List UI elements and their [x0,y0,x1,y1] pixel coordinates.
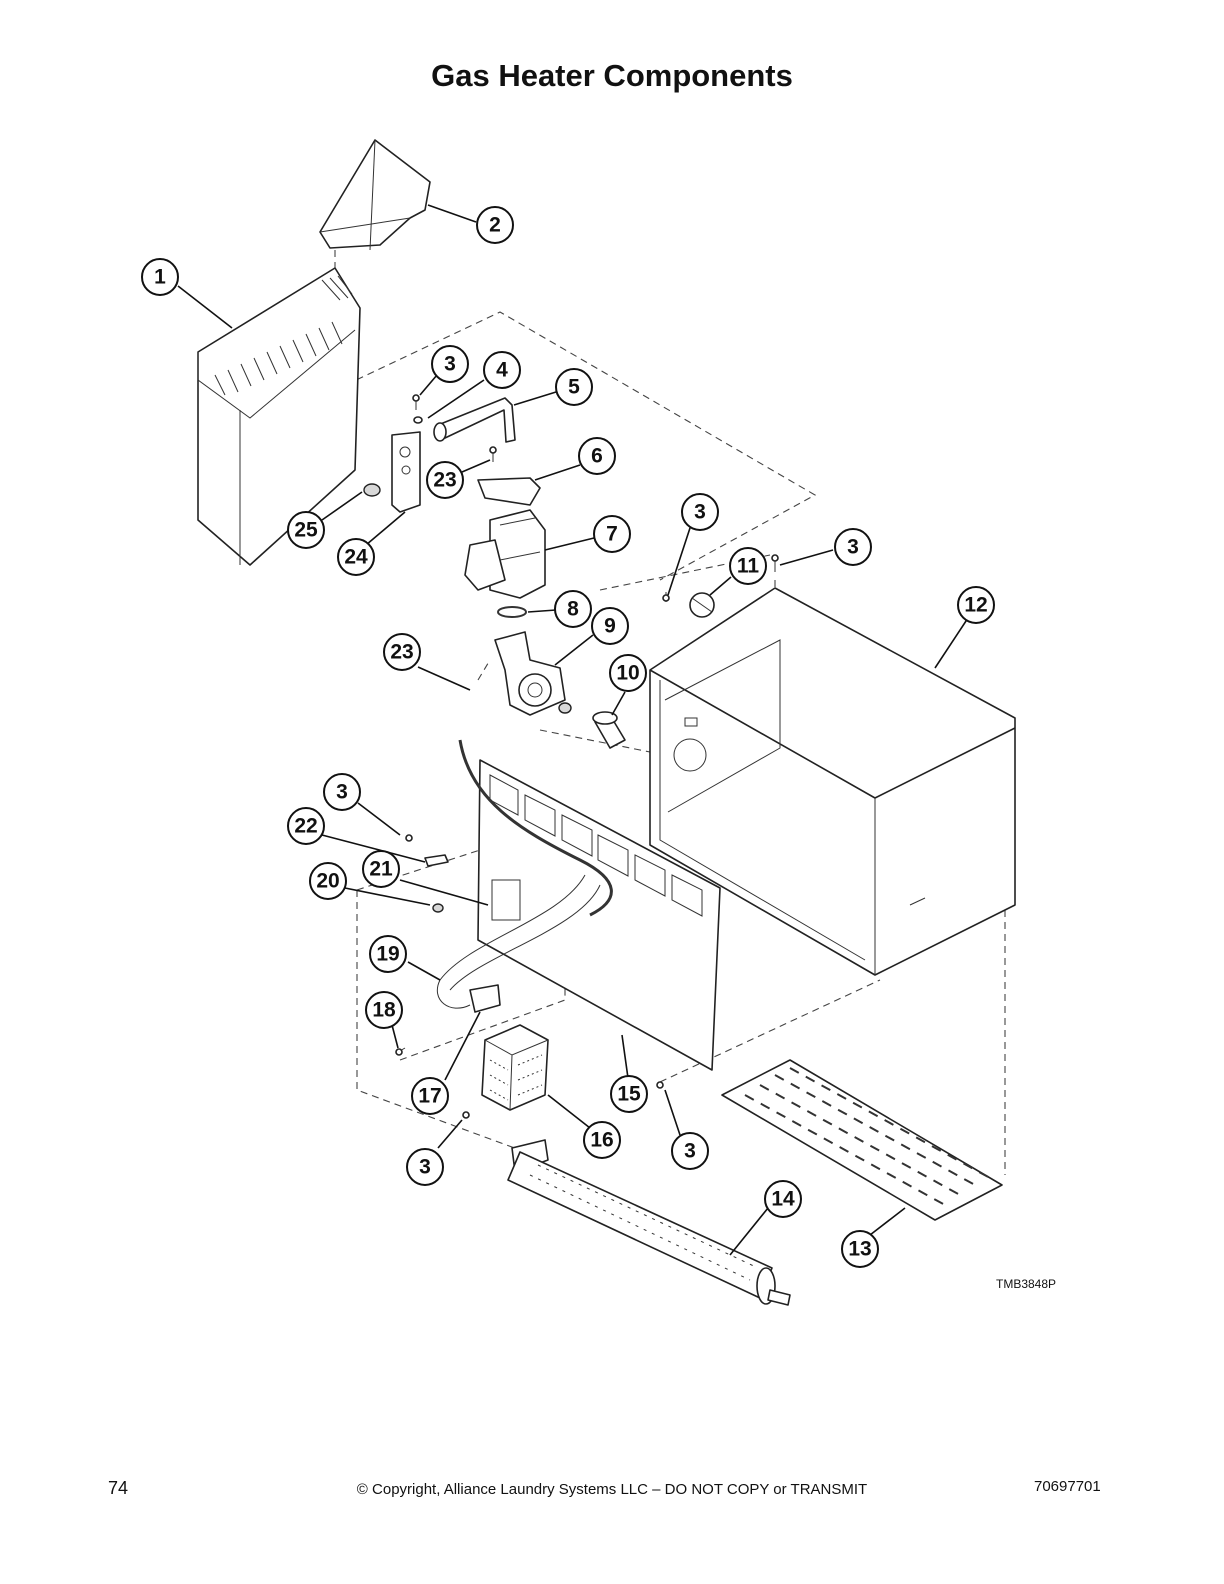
svg-text:23: 23 [433,469,456,492]
svg-text:5: 5 [568,376,580,399]
callout-3-top: 3 [431,345,469,383]
part-igniter [405,834,449,867]
callout-17: 17 [411,1077,449,1115]
callout-4: 4 [483,351,521,389]
callout-15: 15 [610,1075,648,1113]
callout-9: 9 [591,607,629,645]
callout-19: 19 [369,935,407,973]
svg-text:13: 13 [848,1238,871,1261]
callout-3-bottom-left: 3 [406,1148,444,1186]
svg-text:3: 3 [419,1156,431,1179]
svg-text:10: 10 [616,662,639,685]
part-sleeve [592,711,626,749]
callout-11: 11 [729,547,767,585]
svg-text:3: 3 [444,353,456,376]
callout-21: 21 [362,850,400,888]
svg-text:2: 2 [489,214,501,237]
svg-text:3: 3 [694,501,706,524]
svg-text:20: 20 [316,870,339,893]
part-grommet [363,483,381,497]
part-mounting-bracket [391,431,421,513]
callout-18: 18 [365,991,403,1029]
callout-13: 13 [841,1230,879,1268]
svg-text:24: 24 [344,546,368,569]
callout-3-bottom-right: 3 [671,1132,709,1170]
callout-2: 2 [476,206,514,244]
svg-text:15: 15 [617,1083,641,1106]
part-heater-box [649,587,1016,976]
svg-text:1: 1 [154,266,166,289]
page-number: 74 [108,1478,129,1498]
callout-3-left: 3 [323,773,361,811]
louver-slots [214,275,353,396]
figure-code: TMB3848P [996,1277,1057,1291]
part-rear-shroud [197,267,361,566]
part-screw-right [771,554,779,572]
svg-text:17: 17 [418,1085,441,1108]
svg-text:16: 16 [590,1129,613,1152]
part-screw-20 [432,903,444,913]
svg-text:18: 18 [372,999,396,1022]
page-title: Gas Heater Components [431,58,793,93]
copyright-notice: © Copyright, Alliance Laundry Systems LL… [356,1481,868,1498]
callout-12: 12 [957,586,995,624]
part-screw-18 [395,1047,406,1056]
part-igniter-bracket [469,984,501,1013]
part-gas-pipe-elbow [433,397,516,443]
callout-23-lower: 23 [383,633,421,671]
callout-24: 24 [337,538,375,576]
svg-text:7: 7 [606,523,618,546]
callout-6: 6 [578,437,616,475]
part-valve-bracket [477,477,541,506]
svg-text:8: 8 [567,598,579,621]
callout-7: 7 [593,515,631,553]
plate-windows [489,774,703,917]
callout-3-mid-right: 3 [681,493,719,531]
svg-text:6: 6 [591,445,603,468]
callout-3-right: 3 [834,528,872,566]
callout-22: 22 [287,807,325,845]
svg-text:12: 12 [964,594,987,617]
svg-text:9: 9 [604,615,616,638]
part-manifold [494,631,572,716]
svg-text:14: 14 [771,1188,795,1211]
part-thermostat [662,592,715,618]
svg-text:25: 25 [294,519,318,542]
part-heat-shield [481,1024,549,1111]
part-screw-upper [412,394,423,424]
svg-text:23: 23 [390,641,413,664]
part-screw-lower [462,1081,664,1119]
document-number: 70697701 [1034,1478,1101,1495]
callout-1: 1 [141,258,179,296]
part-bottom-panel [721,1059,1003,1221]
part-o-ring [497,606,527,618]
part-gas-valve [464,509,546,599]
callout-14: 14 [764,1180,802,1218]
callout-10: 10 [609,654,647,692]
callout-leaders [177,204,969,1256]
part-screw-23-upper [489,446,497,462]
callout-5: 5 [555,368,593,406]
part-vent-hood [319,139,431,251]
callout-23-upper: 23 [426,461,464,499]
part-ignition-cable [436,739,613,1009]
callout-25: 25 [287,511,325,549]
svg-text:22: 22 [294,815,317,838]
callout-20: 20 [309,862,347,900]
svg-text:19: 19 [376,943,399,966]
svg-text:3: 3 [847,536,859,559]
svg-text:4: 4 [496,359,508,382]
callout-8: 8 [554,590,592,628]
svg-text:3: 3 [684,1140,696,1163]
svg-text:21: 21 [369,858,393,881]
part-burner-tube [507,1139,791,1306]
svg-text:11: 11 [737,555,760,578]
callout-markers: 1 2 3 4 5 3 23 6 25 24 7 3 11 3 12 8 9 2… [141,206,995,1268]
svg-text:3: 3 [336,781,348,804]
callout-16: 16 [583,1121,621,1159]
